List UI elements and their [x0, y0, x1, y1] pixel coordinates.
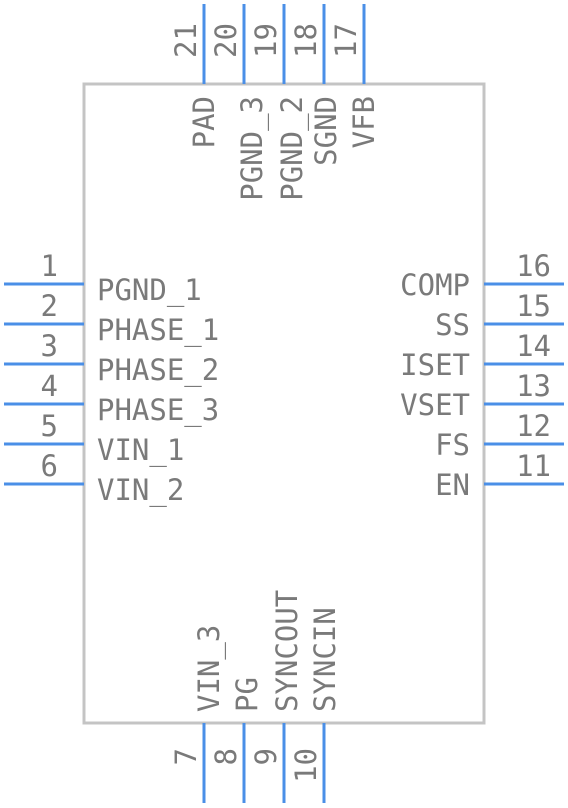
pin-1[interactable]: 1 PGND_1	[4, 249, 202, 308]
left-pins: 1 PGND_1 2 PHASE_1 3 PHASE_2 4 PHASE_3 5…	[4, 249, 219, 508]
pin-number: 10	[289, 748, 323, 783]
pin-number: 11	[516, 449, 551, 483]
pin-8[interactable]: 8 PG	[209, 677, 264, 803]
pin-9[interactable]: 9 SYNCOUT	[249, 590, 304, 803]
pin-number: 21	[169, 23, 203, 58]
pin-number: 19	[249, 23, 283, 58]
pin-number: 18	[289, 23, 323, 58]
pin-number: 8	[209, 748, 243, 765]
pin-16[interactable]: 16 COMP	[400, 249, 564, 302]
pin-20[interactable]: 20	[209, 4, 246, 84]
pin-number: 17	[329, 23, 363, 58]
pin-number: 1	[41, 249, 58, 283]
pin-label: VIN_1	[97, 433, 184, 468]
pin-number: 20	[209, 23, 243, 58]
pin-label: SYNCIN	[308, 607, 342, 712]
pin-label: SGND	[309, 96, 343, 166]
pin-number: 12	[516, 409, 551, 443]
pin-19[interactable]: 19 PGND_3	[235, 4, 286, 201]
pin-3[interactable]: 3 PHASE_2	[4, 329, 219, 388]
pin-label: PAD	[187, 96, 221, 148]
pin-number: 15	[516, 289, 551, 323]
pin-label: PHASE_2	[97, 353, 219, 388]
pin-13[interactable]: 13 VSET	[400, 369, 564, 422]
top-pins: 21 PAD 20 19 PGND_3 18 PGND_2 17 SGND VF…	[169, 4, 381, 201]
pin-number: 3	[41, 329, 58, 363]
pin-11[interactable]: 11 EN	[435, 449, 564, 502]
pin-number: 2	[41, 289, 58, 323]
pin-number: 7	[169, 748, 203, 765]
pin-4[interactable]: 4 PHASE_3	[4, 369, 219, 428]
pin-number: 16	[516, 249, 551, 283]
pin-6[interactable]: 6 VIN_2	[4, 449, 184, 508]
bottom-pins: 7 VIN_3 8 PG 9 SYNCOUT 10 SYNCIN	[169, 590, 342, 803]
pin-label: COMP	[400, 268, 470, 302]
pin-label: ISET	[400, 348, 470, 382]
pin-21[interactable]: 21 PAD	[169, 4, 221, 148]
pin-number: 14	[516, 329, 551, 363]
pin-14[interactable]: 14 ISET	[400, 329, 564, 382]
pin-10[interactable]: 10 SYNCIN	[289, 607, 342, 803]
pin-15[interactable]: 15 SS	[435, 289, 564, 342]
pin-label: FS	[435, 428, 470, 462]
pin-7[interactable]: 7 VIN_3	[169, 625, 227, 803]
pin-2[interactable]: 2 PHASE_1	[4, 289, 219, 348]
pin-label: PHASE_1	[97, 313, 219, 348]
pin-18[interactable]: 18 PGND_2	[275, 4, 326, 201]
pin-label: SS	[435, 308, 470, 342]
right-pins: 16 COMP 15 SS 14 ISET 13 VSET 12 FS 11 E…	[400, 249, 564, 502]
pin-label: VFB	[347, 96, 381, 148]
pin-number: 9	[249, 748, 283, 765]
pin-label: EN	[435, 468, 470, 502]
pin-label: PGND_2	[275, 96, 310, 201]
pin-5[interactable]: 5 VIN_1	[4, 409, 184, 468]
pin-label: VSET	[400, 388, 470, 422]
pin-label: PGND_3	[235, 96, 270, 201]
pin-number: 4	[41, 369, 58, 403]
pin-label: PHASE_3	[97, 393, 219, 428]
pin-12[interactable]: 12 FS	[435, 409, 564, 462]
pin-label: PGND_1	[97, 273, 202, 308]
pin-number: 13	[516, 369, 551, 403]
pin-label: PG	[230, 677, 264, 712]
pin-number: 6	[41, 449, 58, 483]
pin-label: SYNCOUT	[270, 590, 304, 712]
pin-label: VIN_3	[192, 625, 227, 712]
pin-17[interactable]: 17 SGND VFB	[309, 4, 381, 166]
pin-label: VIN_2	[97, 473, 184, 508]
pin-number: 5	[41, 409, 58, 443]
